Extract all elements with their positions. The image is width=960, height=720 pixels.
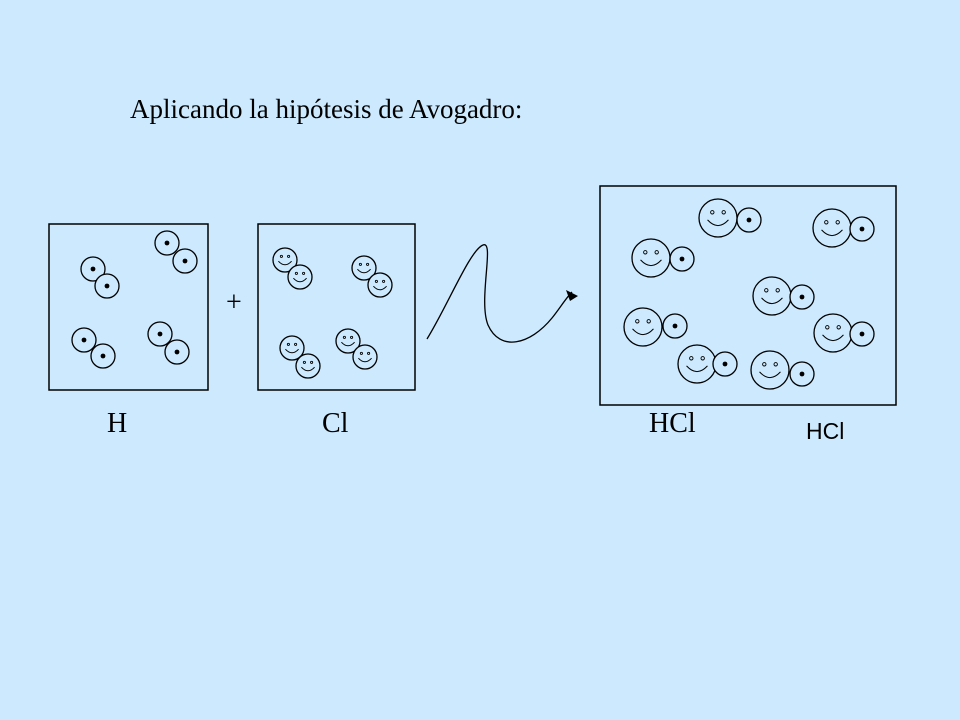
nucleus-dot (722, 361, 728, 367)
eye-left (359, 351, 363, 355)
chlorine-atom (367, 272, 393, 298)
eye-right (646, 319, 651, 324)
chlorine-atom (698, 198, 738, 238)
chlorine-atom (295, 353, 321, 379)
chlorine-atom (812, 208, 852, 248)
eye-right (654, 250, 659, 255)
smile (707, 219, 729, 227)
eye-left (824, 220, 829, 225)
nucleus-dot (90, 266, 96, 272)
chlorine-atom (677, 344, 717, 384)
chlorine-atom (813, 313, 853, 353)
chlorine-atom (279, 335, 305, 361)
eye-left (689, 356, 694, 361)
chlorine-atom (631, 238, 671, 278)
smile (686, 365, 708, 373)
nucleus-dot (157, 331, 163, 337)
smile (341, 341, 355, 347)
nucleus-dot (679, 256, 685, 262)
nucleus-dot (104, 283, 110, 289)
eye-right (721, 210, 726, 215)
chlorine-atom (287, 264, 313, 290)
chlorine-atom (750, 350, 790, 390)
eye-left (286, 342, 290, 346)
chlorine-atom (351, 255, 377, 281)
eye-left (374, 279, 378, 283)
label-hcl: HCl (649, 408, 696, 439)
chlorine-atom (623, 307, 663, 347)
eye-right (294, 342, 298, 346)
eye-left (342, 335, 346, 339)
nucleus-dot (746, 217, 752, 223)
eye-right (382, 279, 386, 283)
smile (293, 277, 307, 283)
eye-left (358, 262, 362, 266)
nucleus-dot (164, 240, 170, 246)
eye-left (302, 360, 306, 364)
eye-left (762, 362, 767, 367)
eye-right (700, 356, 705, 361)
eye-right (775, 288, 780, 293)
smile (640, 259, 662, 267)
smile (285, 348, 299, 354)
nucleus-dot (81, 337, 87, 343)
label-hcl-secondary: HCl (806, 418, 845, 444)
eye-left (710, 210, 715, 215)
label-hydrogen: H (107, 408, 128, 439)
nucleus-dot (100, 353, 106, 359)
eye-right (302, 271, 306, 275)
smile (761, 297, 783, 305)
nucleus-dot (182, 258, 188, 264)
nucleus-dot (799, 294, 805, 300)
chlorine-atom (752, 276, 792, 316)
eye-left (635, 319, 640, 324)
eye-right (836, 325, 841, 330)
eye-right (835, 220, 840, 225)
smile (357, 268, 371, 274)
smile (822, 334, 844, 342)
arrow-head (566, 290, 578, 301)
smile (632, 328, 654, 336)
eye-right (773, 362, 778, 367)
smile (358, 357, 372, 363)
smile (278, 260, 292, 266)
molecules-layer (71, 198, 875, 390)
nucleus-dot (859, 331, 865, 337)
eye-left (764, 288, 769, 293)
eye-right (310, 360, 314, 364)
nucleus-dot (799, 371, 805, 377)
eye-right (366, 262, 370, 266)
chlorine-atom (352, 344, 378, 370)
reaction-arrow (426, 244, 573, 343)
nucleus-dot (859, 226, 865, 232)
chlorine-atom (272, 247, 298, 273)
chlorine-atom (335, 328, 361, 354)
smile (301, 366, 315, 372)
eye-left (825, 325, 830, 330)
smile (759, 371, 781, 379)
eye-right (287, 254, 291, 258)
eye-left (279, 254, 283, 258)
eye-right (367, 351, 371, 355)
plus-sign: + (226, 287, 242, 318)
label-chlorine: Cl (322, 408, 349, 439)
smile (821, 229, 843, 237)
nucleus-dot (672, 323, 678, 329)
eye-left (294, 271, 298, 275)
slide-title: Aplicando la hipótesis de Avogadro: (130, 94, 523, 124)
eye-left (643, 250, 648, 255)
nucleus-dot (174, 349, 180, 355)
chlorine-box (257, 223, 416, 391)
smile (373, 285, 387, 291)
eye-right (350, 335, 354, 339)
